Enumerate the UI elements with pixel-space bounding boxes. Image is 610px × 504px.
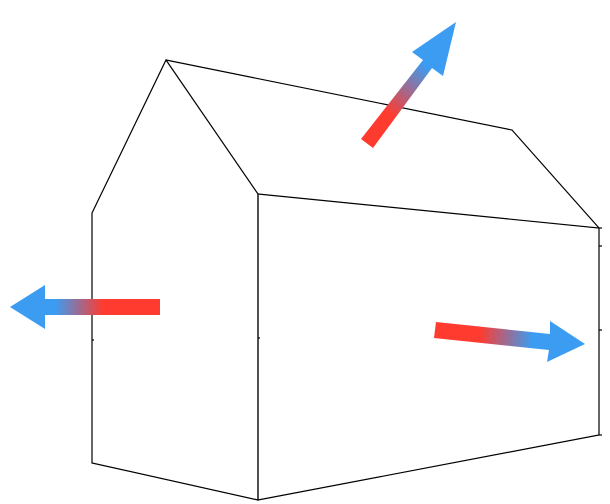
- heat-arrow-right: [434, 321, 585, 362]
- heat-arrow-roof: [361, 22, 456, 148]
- house-gable-wall: [91, 58, 259, 501]
- house-outline: [91, 58, 602, 501]
- heat-arrow-left: [10, 285, 160, 329]
- house-roof: [165, 59, 600, 229]
